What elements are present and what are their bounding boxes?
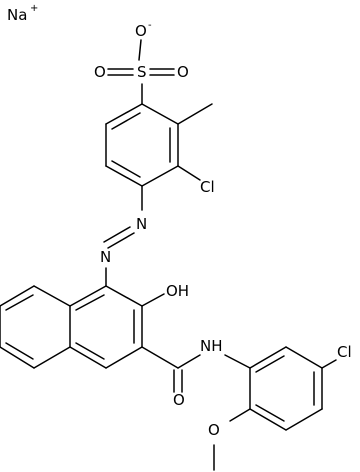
atom-o-methoxy: O (208, 421, 220, 439)
bond-ring3-o (229, 408, 251, 422)
bond-naph-d-inner (75, 342, 105, 360)
bond-ring-cl (177, 165, 201, 181)
bond-naph-h-inner (5, 294, 34, 311)
bond-ring3-d (285, 408, 323, 431)
bond-amide-n (177, 354, 201, 369)
atom-o-amide: O (173, 391, 185, 409)
bond-naph-k (33, 346, 71, 369)
bond-naph-g (33, 285, 71, 307)
bond-oh (141, 293, 165, 307)
atom-nh: NH (200, 337, 223, 355)
bond-ring1-a-inner (111, 112, 141, 130)
bond-ring1-d (141, 165, 179, 187)
atom-cl-aryl: Cl (337, 343, 352, 361)
bond-naph-h (0, 285, 35, 307)
bond-naph-d (69, 346, 107, 369)
atom-cl-ring: Cl (200, 178, 215, 196)
bond-ring3-cl (321, 359, 337, 369)
bond-ring3-e-inner (255, 404, 285, 422)
bond-ring1-a (105, 103, 143, 125)
bond-naph-a (105, 285, 143, 307)
bond-ring3-a-inner (255, 355, 285, 373)
bond-naph-amide (141, 346, 179, 369)
bond-lines (0, 39, 337, 471)
atom-o-minus: O (135, 22, 147, 40)
bond-ring3-b (285, 346, 323, 369)
atom-labels: Na + O - S O O Cl N N OH NH O Cl O (7, 3, 352, 439)
atom-o-left: O (94, 63, 106, 81)
bond-ring1-f (141, 103, 179, 125)
atom-n-azo-lower: N (100, 248, 111, 266)
bond-methyl (177, 103, 213, 125)
bond-ring1-c (105, 165, 143, 187)
bond-ring3-a (249, 346, 287, 369)
bond-naph-j-inner (5, 342, 34, 360)
atom-oh: OH (166, 282, 189, 300)
bond-naph-f-inner (75, 294, 105, 311)
bond-azo-2 (103, 226, 131, 243)
atom-o-right: O (177, 63, 189, 81)
bond-naph-c (105, 346, 143, 369)
atom-s: S (137, 63, 147, 81)
atom-n-azo-upper: N (136, 215, 147, 233)
bond-naph-j (0, 346, 35, 369)
bond-ring3-e (249, 408, 287, 431)
bond-ring1-c-inner (111, 160, 141, 178)
atom-o-minus-charge: - (148, 20, 152, 31)
atom-na-charge: + (30, 3, 38, 14)
atom-na: Na (7, 6, 27, 24)
bond-azo-1 (107, 232, 135, 249)
bond-n-aryl (224, 354, 251, 369)
bond-naph-f (69, 285, 107, 307)
bond-s-o-minus (138, 39, 142, 61)
